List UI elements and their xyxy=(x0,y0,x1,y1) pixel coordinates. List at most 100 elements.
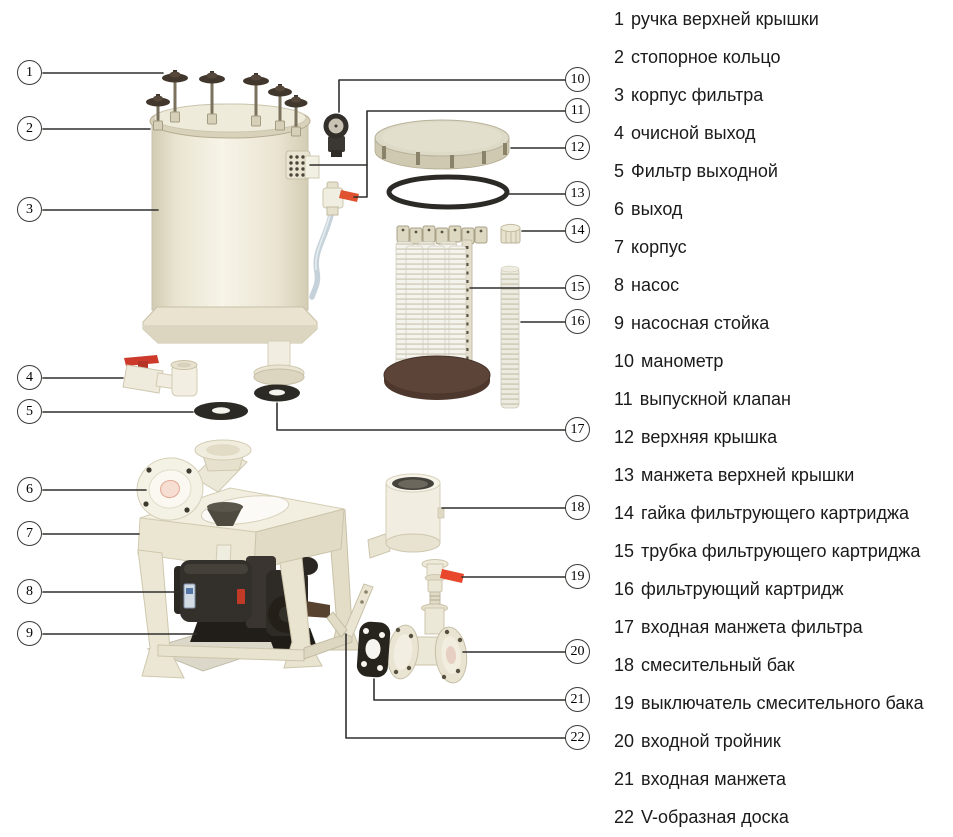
callout-16: 16 xyxy=(565,309,590,334)
callout-7: 7 xyxy=(17,521,42,546)
legend-number: 7 xyxy=(614,236,625,257)
legend-number: 13 xyxy=(614,464,635,485)
legend-item-4: 4 очисной выход xyxy=(614,114,953,152)
pump-motor xyxy=(180,560,252,622)
switch-lever xyxy=(440,569,464,583)
legend-label: Фильтр выходной xyxy=(631,160,778,181)
lid-handles xyxy=(146,70,308,137)
callout-5: 5 xyxy=(17,399,42,424)
legend-item-3: 3 корпус фильтра xyxy=(614,76,953,114)
inlet-tee xyxy=(387,603,468,684)
cartridge-nut xyxy=(500,223,521,244)
legend-label: входная манжета xyxy=(641,768,787,789)
leader-line-21 xyxy=(373,678,567,701)
valve-lever xyxy=(339,190,359,202)
stand-side-brace xyxy=(303,631,353,660)
leader-lines xyxy=(42,72,567,739)
drain-valve xyxy=(122,355,198,397)
tank-body xyxy=(151,119,309,311)
single-cartridge xyxy=(500,265,520,409)
legend-item-8: 8 насос xyxy=(614,266,953,304)
legend-label: фильтрующий картридж xyxy=(641,578,844,599)
inlet-gasket xyxy=(356,621,391,678)
callout-11: 11 xyxy=(565,98,590,123)
legend-label: смесительный бак xyxy=(641,654,795,675)
callout-18: 18 xyxy=(565,495,590,520)
legend-label: входная манжета фильтра xyxy=(641,616,863,637)
callout-15: 15 xyxy=(565,275,590,300)
legend-number: 17 xyxy=(614,616,635,637)
legend-label: выключатель смесительного бака xyxy=(641,692,924,713)
callout-20: 20 xyxy=(565,639,590,664)
v-board xyxy=(326,583,374,638)
callout-22: 22 xyxy=(565,725,590,750)
tank-side-port xyxy=(285,150,320,180)
callout-17: 17 xyxy=(565,417,590,442)
callout-3: 3 xyxy=(17,197,42,222)
legend-label: трубка фильтрующего картриджа xyxy=(641,540,921,561)
callout-8: 8 xyxy=(17,579,42,604)
callout-4: 4 xyxy=(17,365,42,390)
mixing-tank xyxy=(367,473,445,559)
legend-number: 2 xyxy=(614,46,625,67)
legend-label: насос xyxy=(631,274,680,295)
legend-item-5: 5 Фильтр выходной xyxy=(614,152,953,190)
legend-number: 10 xyxy=(614,350,635,371)
release-valve xyxy=(309,181,359,300)
legend-item-12: 12 верхняя крышка xyxy=(614,418,953,456)
leader-line-10 xyxy=(338,79,567,113)
lid-oring xyxy=(386,174,510,210)
drain-tube xyxy=(309,212,334,300)
callout-2: 2 xyxy=(17,116,42,141)
legend-number: 5 xyxy=(614,160,625,181)
legend-item-7: 7 корпус xyxy=(614,228,953,266)
legend-item-17: 17 входная манжета фильтра xyxy=(614,608,953,646)
callout-13: 13 xyxy=(565,181,590,206)
legend-number: 15 xyxy=(614,540,635,561)
callout-6: 6 xyxy=(17,477,42,502)
callout-9: 9 xyxy=(17,621,42,646)
legend-number: 11 xyxy=(614,388,633,409)
outlet-elbow xyxy=(136,439,252,521)
legend-number: 9 xyxy=(614,312,625,333)
legend-number: 8 xyxy=(614,274,625,295)
leader-line-11 xyxy=(353,110,567,198)
legend-label: входной тройник xyxy=(641,730,781,751)
valve-handle xyxy=(124,355,159,366)
legend-number: 21 xyxy=(614,768,635,789)
pump-label xyxy=(183,583,196,609)
legend-number: 4 xyxy=(614,122,625,143)
cartridge-caps xyxy=(396,225,488,245)
legend-number: 16 xyxy=(614,578,635,599)
stand-front-brace xyxy=(157,644,305,662)
legend-item-10: 10 манометр xyxy=(614,342,953,380)
legend-label: V-образная доска xyxy=(641,806,789,827)
legend-label: верхняя крышка xyxy=(641,426,778,447)
callout-14: 14 xyxy=(565,218,590,243)
legend-label: стопорное кольцо xyxy=(631,46,781,67)
legend-label: манометр xyxy=(641,350,724,371)
legend-number: 3 xyxy=(614,84,625,105)
legend-number: 14 xyxy=(614,502,635,523)
legend-label: очисной выход xyxy=(631,122,756,143)
legend-label: корпус фильтра xyxy=(631,84,764,105)
legend-number: 12 xyxy=(614,426,635,447)
callout-10: 10 xyxy=(565,67,590,92)
legend-label: корпус xyxy=(631,236,687,257)
pump-stand xyxy=(137,487,345,571)
legend-number: 22 xyxy=(614,806,635,827)
legend-item-21: 21 входная манжета xyxy=(614,760,953,798)
legend-label: выпускной клапан xyxy=(639,388,791,409)
legend-label: ручка верхней крышки xyxy=(631,8,819,29)
legend-item-2: 2 стопорное кольцо xyxy=(614,38,953,76)
